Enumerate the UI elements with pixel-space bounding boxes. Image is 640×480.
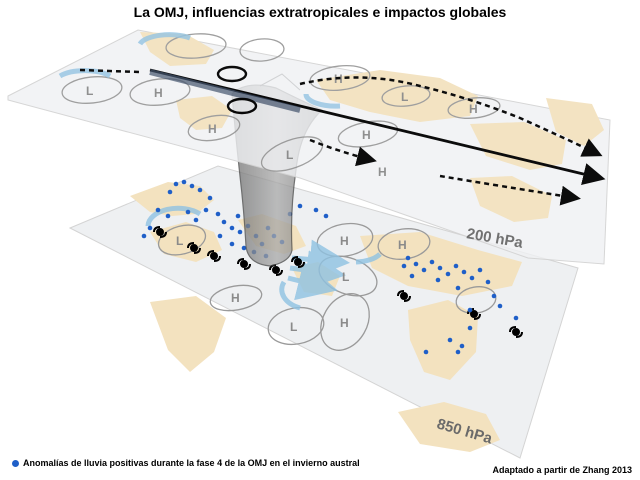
lower-plane-850hpa: L H H L H L H (68, 165, 579, 459)
anomaly-arrow (287, 261, 338, 301)
high-system-ellipse (165, 33, 227, 59)
high-label: H (362, 128, 371, 142)
wave-train-arrow (79, 68, 141, 74)
upper-plane-200hpa: L H H L H L H H H 200 hPa (7, 29, 611, 265)
high-label: H (340, 234, 349, 248)
divergence-ring (226, 97, 258, 115)
high-system-ellipse (209, 284, 263, 312)
high-label: H (398, 238, 407, 252)
anomaly-arc (58, 68, 112, 79)
legend: Anomalías de lluvia positivas durante la… (12, 458, 360, 468)
diagram-title: La OMJ, influencias extratropicales e im… (133, 4, 507, 20)
land-eurasia-upper (316, 70, 478, 122)
anomaly-arc (137, 32, 191, 46)
cyclone-icon (509, 326, 523, 338)
high-system-ellipse (447, 97, 501, 119)
divergence-ring (216, 65, 248, 83)
wave-train-arrow (299, 76, 603, 157)
land-africa-lower (408, 300, 478, 380)
high-label: H (378, 165, 387, 179)
high-label: H (469, 102, 478, 116)
low-system-ellipse (157, 224, 207, 256)
cyclone-icon (291, 256, 305, 268)
low-system-ellipse (239, 38, 285, 62)
high-system-ellipse (320, 293, 370, 351)
cyclone-icon (397, 290, 411, 302)
cyclone-icon (207, 250, 221, 262)
high-label: H (154, 86, 163, 100)
credit-text: Adaptado a partir de Zhang 2013 (492, 465, 632, 475)
low-label: L (286, 148, 293, 162)
anomaly-arc (145, 205, 202, 227)
anomaly-arc (303, 93, 341, 109)
cyclone-icon (153, 226, 167, 238)
rain-anomaly-dots (141, 179, 519, 355)
high-label: H (208, 122, 217, 136)
low-system-ellipse (61, 76, 123, 104)
land-south-america-lower (150, 296, 226, 372)
high-label: H (340, 316, 349, 330)
low-system-ellipse (267, 306, 325, 346)
low-label: L (401, 90, 408, 104)
low-label: L (86, 84, 93, 98)
wave-train-arrow (439, 174, 581, 206)
high-system-ellipse (129, 78, 191, 106)
cyclone-icon (237, 258, 251, 270)
low-system-ellipse (381, 85, 431, 107)
jet-stream-shadow (149, 69, 301, 113)
land-eurasia-lower (360, 232, 522, 296)
low-label: L (290, 320, 297, 334)
high-system-ellipse (187, 114, 241, 142)
land-americas-lower (130, 182, 214, 216)
land-australia-upper (470, 176, 552, 222)
high-label: H (231, 291, 240, 305)
anomaly-arc (279, 280, 301, 311)
anomaly-arc (355, 252, 382, 265)
cyclone-icon (187, 242, 201, 254)
rain-dot-icon (12, 459, 19, 467)
low-system-ellipse (260, 136, 324, 172)
low-label: L (342, 270, 349, 284)
low-label: L (176, 234, 183, 248)
legend-text: Anomalías de lluvia positivas durante la… (23, 458, 360, 468)
cyclone-icon (467, 308, 481, 320)
